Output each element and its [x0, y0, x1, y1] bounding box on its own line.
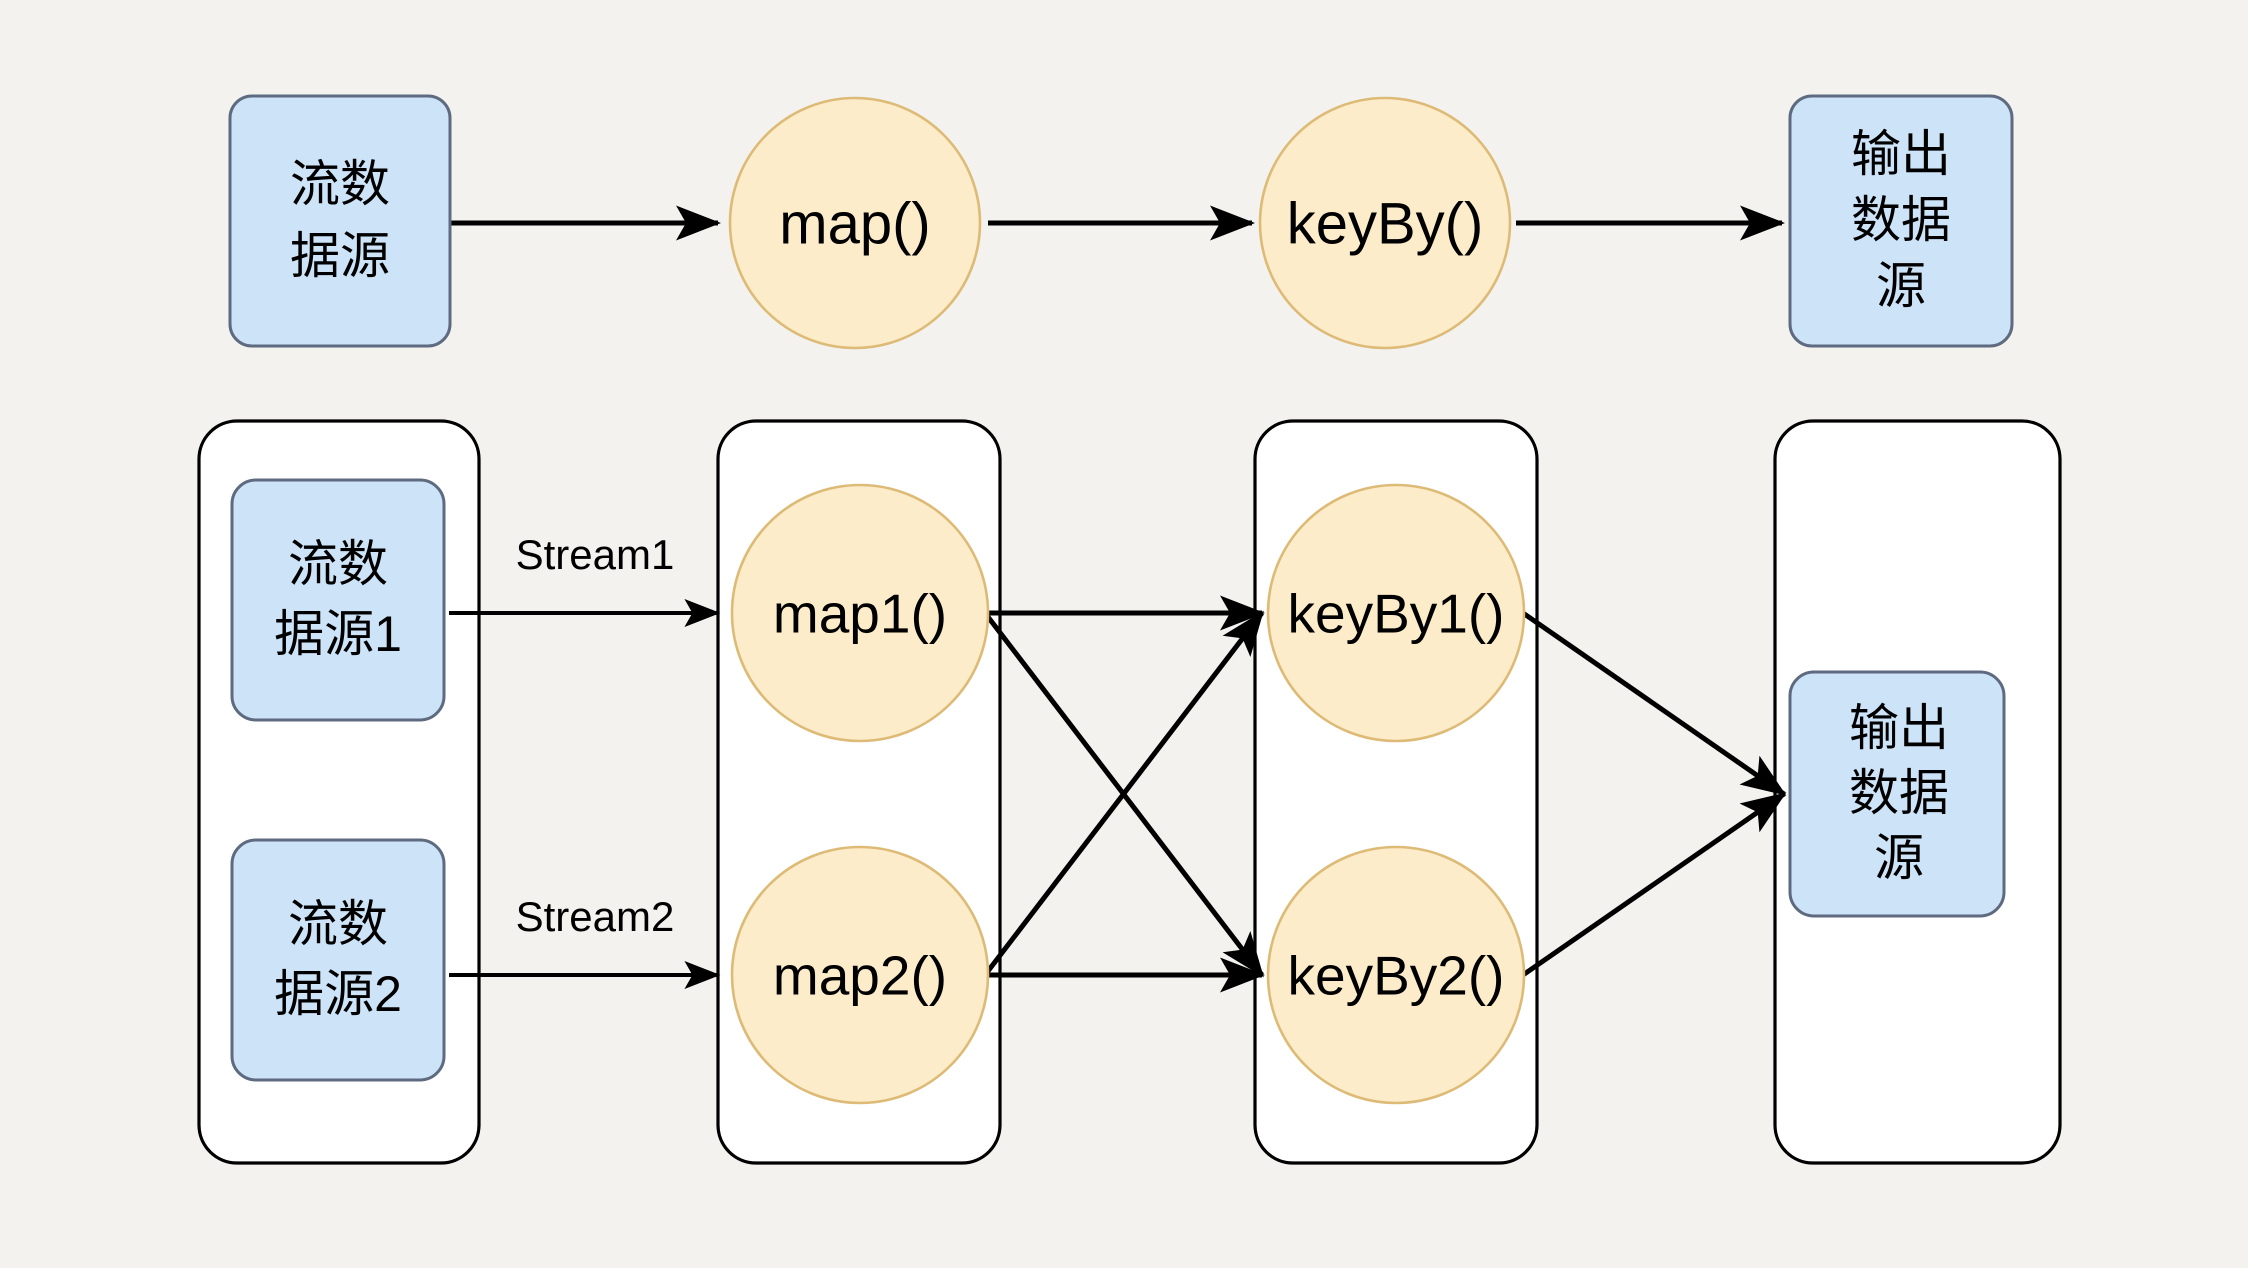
map2-circle[interactable] [730, 845, 990, 1105]
keyby2-label: keyBy2() [1288, 945, 1505, 1007]
edge-map2-to-keyby1 [983, 610, 1264, 977]
edge-label-stream2: Stream2 [516, 893, 675, 940]
row1-source-label-line1: 流数 [290, 156, 390, 212]
source-box-2[interactable] [230, 838, 446, 1082]
source-1-label-line1: 流数 [288, 536, 388, 592]
row1-map-label: map() [779, 191, 930, 256]
row1-keyby-circle[interactable] [1258, 96, 1512, 350]
keyby2-circle[interactable] [1266, 845, 1526, 1105]
row1-keyby-label: keyBy() [1287, 191, 1484, 256]
map1-circle[interactable] [730, 483, 990, 743]
source-2-label-line2: 据源2 [274, 966, 402, 1022]
map1-label: map1() [773, 583, 947, 645]
keyby1-label: keyBy1() [1288, 583, 1505, 645]
row1-map-circle[interactable] [728, 96, 982, 350]
sink-box[interactable] [1788, 670, 2006, 918]
edge-keyby2-to-sink [1521, 791, 1787, 978]
source-box-1[interactable] [230, 478, 446, 722]
source-2-label-line1: 流数 [288, 896, 388, 952]
map2-label: map2() [773, 945, 947, 1007]
row1-sink-label-line2: 数据 [1851, 192, 1951, 248]
source-1-label-line2: 据源1 [274, 606, 402, 662]
sink-label-line2: 数据 [1849, 765, 1949, 821]
row1-source-box[interactable] [228, 94, 452, 348]
row1-source-label-line2: 据源 [290, 228, 390, 284]
edge-label-stream1: Stream1 [516, 531, 675, 578]
sink-label-line1: 输出 [1849, 700, 1949, 756]
row1-sink-label-line3: 源 [1876, 258, 1926, 314]
row1-sink-box[interactable] [1788, 94, 2014, 348]
sink-label-line3: 源 [1874, 830, 1924, 886]
row1-sink-label-line1: 输出 [1851, 126, 1951, 182]
keyby1-circle[interactable] [1266, 483, 1526, 743]
edge-keyby1-to-sink [1521, 610, 1787, 797]
